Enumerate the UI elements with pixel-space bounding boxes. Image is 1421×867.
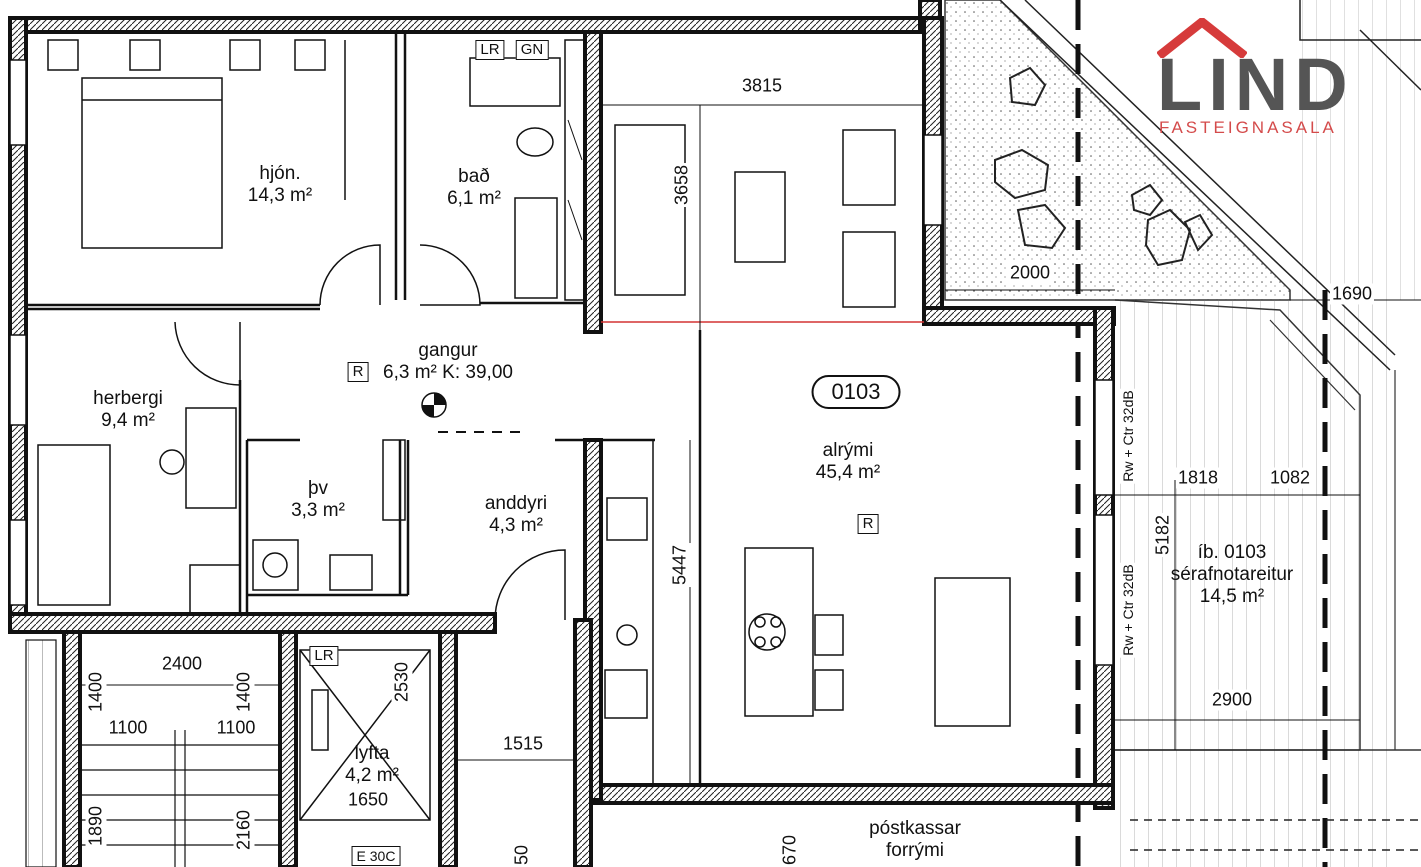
roof-icon xyxy=(1157,18,1247,58)
room-bad: bað 6,1 m² xyxy=(447,166,501,210)
room-lyfta: lyfta 4,2 m² xyxy=(345,743,399,787)
dim-2000: 2000 xyxy=(1007,262,1053,284)
room-serafnot-area: 14,5 m² xyxy=(1199,586,1265,607)
room-alrymi-name: alrými xyxy=(822,440,874,461)
tag-lr-lyfta: LR xyxy=(309,646,339,666)
brand-logo: LIND FASTEIGNASALA xyxy=(1157,18,1372,143)
dim-3815: 3815 xyxy=(739,75,785,97)
dim-1890: 1890 xyxy=(85,803,107,849)
room-anddyri-name: anddyri xyxy=(484,493,548,514)
room-gangur: gangur 6,3 m² K: 39,00 xyxy=(383,340,513,384)
dim-1400-left: 1400 xyxy=(85,669,107,715)
dim-1818: 1818 xyxy=(1175,467,1221,489)
dim-1100-left: 1100 xyxy=(106,717,150,739)
room-hjon-area: 14,3 m² xyxy=(247,185,313,206)
dim-1690: 1690 xyxy=(1329,283,1375,305)
dim-50: 50 xyxy=(511,842,533,867)
laundry-fixtures xyxy=(252,439,406,591)
dim-1100-right: 1100 xyxy=(214,717,258,739)
room-anddyri-area: 4,3 m² xyxy=(489,515,543,536)
room-lyfta-area: 4,2 m² xyxy=(345,765,399,786)
room-anddyri: anddyri 4,3 m² xyxy=(485,493,547,537)
dim-5182: 5182 xyxy=(1152,512,1174,558)
room-hjon: hjón. 14,3 m² xyxy=(248,163,312,207)
dashed-property-line xyxy=(1075,0,1328,867)
tag-e30c: E 30C xyxy=(351,846,401,866)
living-furniture xyxy=(614,124,1011,727)
tag-lr-top: LR xyxy=(475,40,505,60)
room-gangur-area: 6,3 m² xyxy=(383,362,437,383)
brand-name: LIND xyxy=(1157,43,1354,126)
garden-gravel xyxy=(944,0,1291,301)
left-windows xyxy=(9,59,1114,666)
room-postkassar-name1: póstkassar xyxy=(869,818,961,839)
dim-1650: 1650 xyxy=(345,789,391,811)
room-thv-name: þv xyxy=(307,478,329,499)
tag-r-gangur: R xyxy=(347,362,369,382)
dim-2160: 2160 xyxy=(233,807,255,853)
tag-gn-top: GN xyxy=(515,40,549,60)
room-gangur-name: gangur xyxy=(418,340,478,361)
room-gangur-height: K: 39,00 xyxy=(442,362,513,383)
dim-1515: 1515 xyxy=(500,733,546,755)
room-herbergi-name: herbergi xyxy=(93,388,163,409)
dim-2530: 2530 xyxy=(391,659,413,705)
bathroom-fixtures xyxy=(469,39,586,301)
room-serafnot-name2: sérafnotareitur xyxy=(1170,564,1294,585)
room-herbergi-area: 9,4 m² xyxy=(101,410,155,431)
room-herbergi: herbergi 9,4 m² xyxy=(93,388,163,432)
room-postkassar: póstkassar forrými xyxy=(869,818,961,862)
dim-5447: 5447 xyxy=(669,542,691,588)
double-bed xyxy=(47,39,346,249)
single-bed xyxy=(37,407,241,614)
stairs xyxy=(25,639,280,867)
room-alrymi: alrými 45,4 m² xyxy=(816,440,880,484)
room-thv: þv 3,3 m² xyxy=(291,478,345,522)
dim-2400: 2400 xyxy=(159,653,205,675)
kitchen-counter xyxy=(600,439,654,786)
room-hjon-name: hjón. xyxy=(259,163,301,184)
room-serafnot: íb. 0103 sérafnotareitur 14,5 m² xyxy=(1171,542,1294,608)
tag-r-alrymi: R xyxy=(857,514,879,534)
ceiling-height-marker xyxy=(421,392,525,433)
window-label-lower: Rw + Ctr 32dB xyxy=(1120,562,1136,658)
room-serafnot-name1: íb. 0103 xyxy=(1197,542,1267,563)
room-thv-area: 3,3 m² xyxy=(291,500,345,521)
room-alrymi-area: 45,4 m² xyxy=(815,462,881,483)
dim-1082: 1082 xyxy=(1267,467,1313,489)
dim-2900: 2900 xyxy=(1209,689,1255,711)
room-lyfta-name: lyfta xyxy=(354,743,390,764)
dim-670: 670 xyxy=(779,832,801,867)
door-swings xyxy=(174,244,566,621)
room-postkassar-name2: forrými xyxy=(885,840,945,861)
unit-id-badge: 0103 xyxy=(811,375,901,409)
room-bad-area: 6,1 m² xyxy=(447,188,501,209)
brand-subtitle: FASTEIGNASALA xyxy=(1159,118,1337,137)
window-label-upper: Rw + Ctr 32dB xyxy=(1120,388,1136,484)
dim-3658: 3658 xyxy=(671,162,693,208)
dotted-guides xyxy=(1130,819,1421,851)
dim-1400-right: 1400 xyxy=(233,669,255,715)
room-bad-name: bað xyxy=(458,166,490,187)
